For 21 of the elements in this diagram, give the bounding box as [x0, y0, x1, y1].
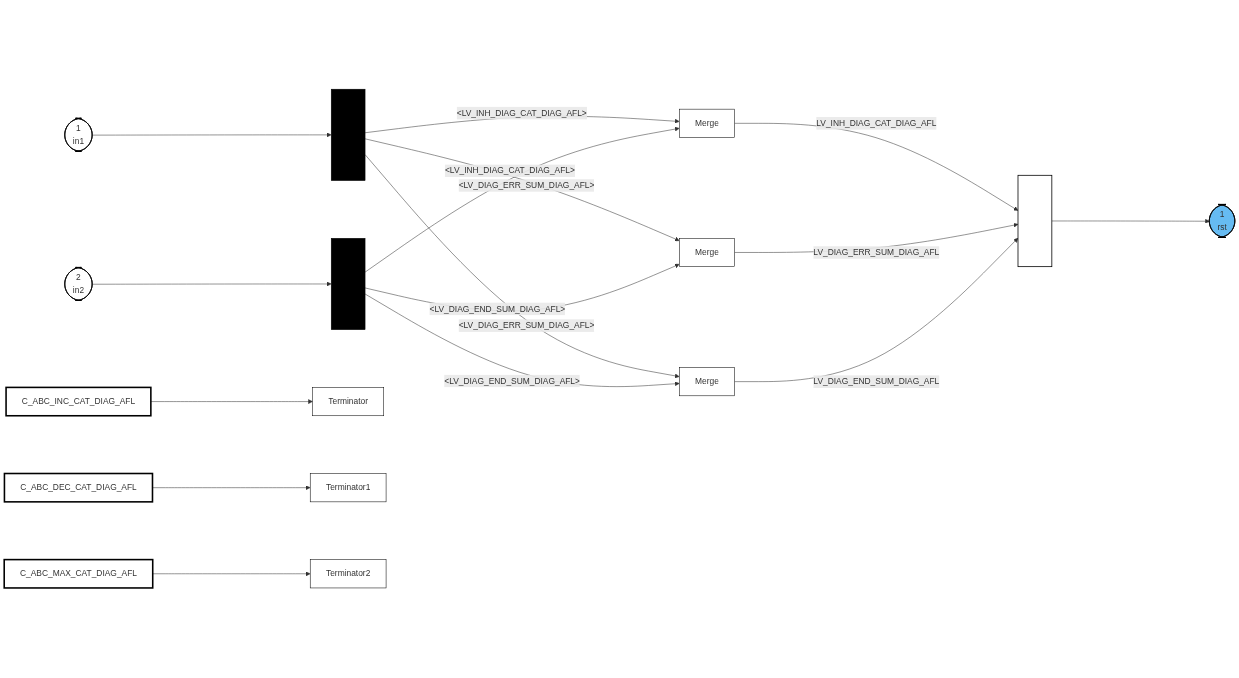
edge-label: LV_DIAG_END_SUM_DIAG_AFL: [813, 377, 940, 387]
edge-label: <LV_DIAG_END_SUM_DIAG_AFL>: [444, 376, 580, 386]
edge-label: LV_INH_DIAG_CAT_DIAG_AFL: [816, 119, 937, 128]
edge-label: <LV_DIAG_END_SUM_DIAG_AFL>: [429, 304, 566, 314]
node-bar: [1017, 175, 1053, 268]
node-bar: [330, 89, 366, 182]
edge-label: <LV_DIAG_ERR_SUM_DIAG_AFL>: [458, 181, 595, 191]
edge-label: <LV_DIAG_ERR_SUM_DIAG_AFL>: [458, 321, 595, 331]
node-box: Terminator2: [309, 559, 387, 589]
node-bar: [330, 238, 366, 331]
edge-label: <LV_INH_DIAG_CAT_DIAG_AFL>: [456, 108, 587, 118]
node-box: Terminator: [312, 387, 384, 417]
node-box: C_ABC_MAX_CAT_DIAG_AFL: [3, 559, 154, 590]
node-box: Merge: [679, 367, 735, 397]
edge-label: LV_DIAG_ERR_SUM_DIAG_AFL: [813, 248, 940, 258]
node-box: Merge: [679, 238, 735, 268]
node-box: Merge: [679, 109, 735, 139]
edge-label: <LV_INH_DIAG_CAT_DIAG_AFL>: [444, 166, 575, 176]
node-box: C_ABC_DEC_CAT_DIAG_AFL: [3, 473, 154, 504]
node-box: Terminator1: [309, 473, 387, 503]
node-box: C_ABC_INC_CAT_DIAG_AFL: [5, 387, 152, 417]
